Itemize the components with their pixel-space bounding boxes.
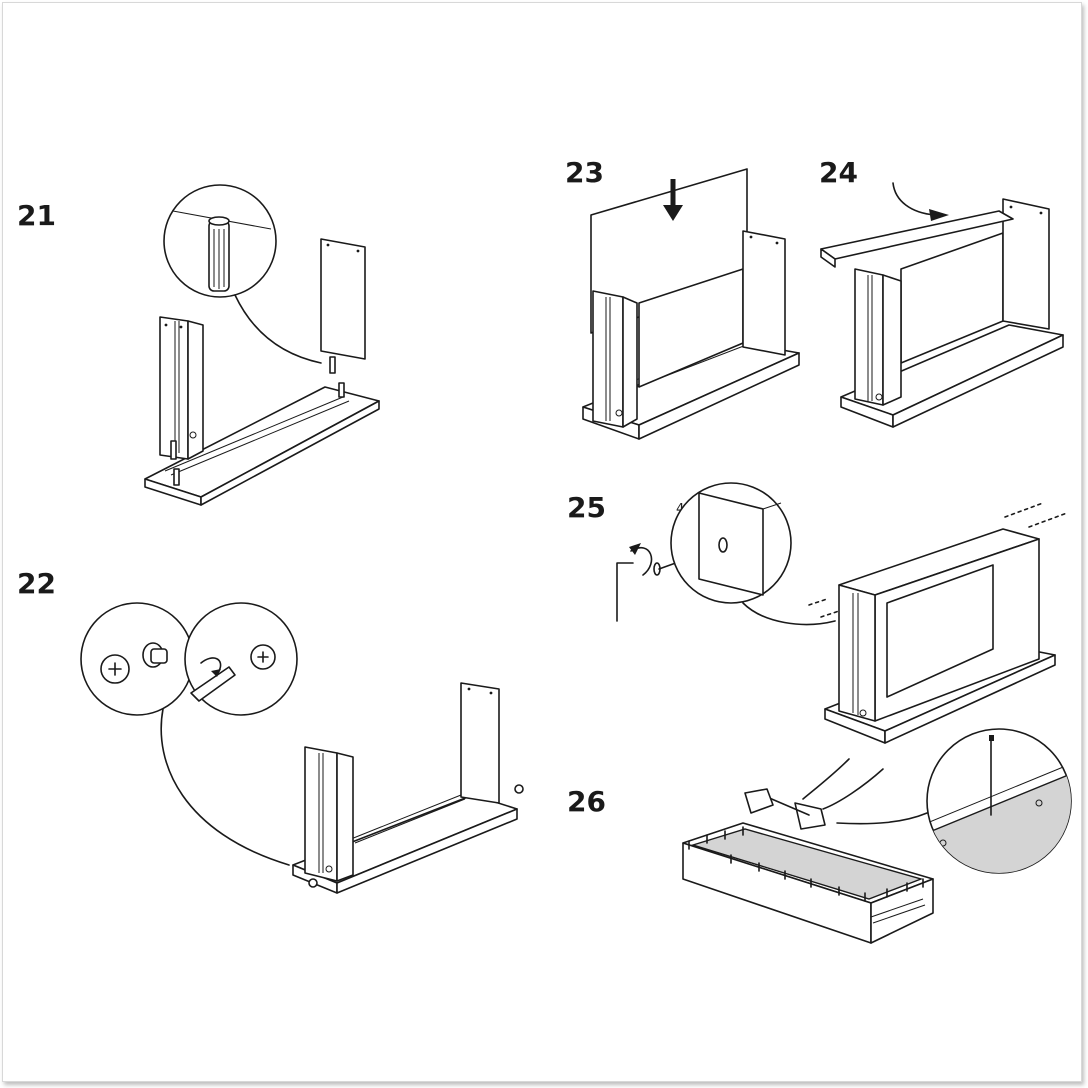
- allen-key: [616, 543, 653, 622]
- right-side-panel-22: [460, 682, 524, 804]
- cam-lock-magnifier: [80, 602, 290, 866]
- right-side-panel-23: [742, 230, 786, 356]
- step-number-22: 22: [17, 567, 56, 600]
- cabinet-25: [808, 502, 1068, 744]
- right-side-panel-21: [320, 238, 366, 398]
- hand-with-hammer: [744, 758, 884, 830]
- step-23-illustration: [582, 168, 800, 440]
- base-board-21: [144, 386, 380, 506]
- left-side-panel-23: [592, 290, 638, 428]
- step-number-23: 23: [565, 156, 604, 189]
- step-number-21: 21: [17, 199, 56, 232]
- step-number-25: 25: [567, 491, 606, 524]
- step-26-illustration: [682, 728, 1072, 944]
- left-side-panel-21: [159, 316, 204, 486]
- top-panel-24: [820, 210, 1014, 268]
- screwdriver-magnifier: [184, 602, 298, 716]
- step-21-illustration: [144, 184, 380, 506]
- hole-magnifier: [670, 482, 836, 626]
- right-side-panel-24: [1002, 198, 1050, 330]
- drawer-26: [682, 822, 934, 944]
- down-arrow-23: [663, 179, 683, 221]
- step-number-24: 24: [819, 156, 858, 189]
- step-22-illustration: [80, 602, 524, 894]
- dowel-detail-magnifier: [163, 184, 322, 364]
- step-25-illustration: [616, 482, 1068, 744]
- rotate-arrow-24: [892, 182, 949, 221]
- step-24-illustration: [820, 182, 1064, 428]
- left-side-panel-22: [304, 746, 354, 888]
- nail-magnifier: [836, 728, 1072, 874]
- step-number-26: 26: [567, 785, 606, 818]
- left-side-panel-24: [854, 268, 902, 406]
